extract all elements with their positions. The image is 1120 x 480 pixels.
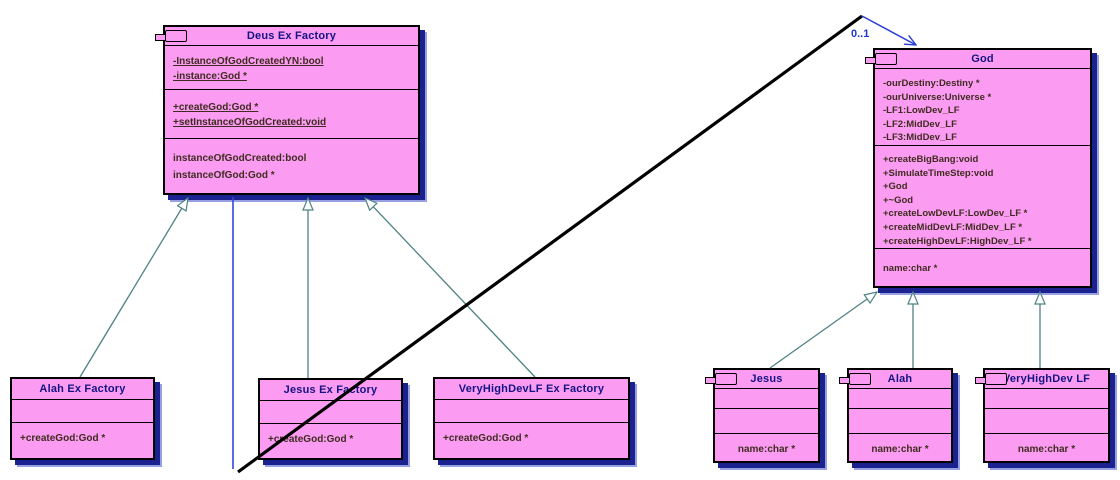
properties-compartment: instanceOfGodCreated:bool instanceOfGod:…	[165, 139, 418, 193]
class-icon	[839, 373, 871, 387]
methods-compartment: +createGod:God *	[435, 423, 628, 458]
method-row: +createBigBang:void	[883, 154, 979, 165]
attributes-compartment	[435, 400, 628, 423]
method-row: +createMidDevLF:MidDev_LF *	[883, 221, 1023, 233]
multiplicity-label: 0..1	[851, 28, 870, 40]
property-row: name:char *	[871, 444, 929, 455]
class-title: Alah	[849, 370, 951, 389]
method-row: +createLowDevLF:LowDev_LF *	[883, 208, 1028, 220]
association-arrow-segment	[861, 15, 916, 45]
class-title: Jesus Ex Factory	[260, 380, 401, 401]
attribute-row: -LF1:LowDev_LF	[883, 105, 960, 117]
attributes-compartment: -ourDestiny:Destiny * -ourUniverse:Unive…	[875, 69, 1090, 146]
class-jesus[interactable]: Jesus name:char *	[705, 368, 820, 463]
methods-compartment: +createGod:God * +setInstanceOfGodCreate…	[165, 90, 418, 139]
property-row: name:char *	[737, 444, 796, 455]
attributes-compartment	[715, 389, 818, 409]
class-alah-ex-factory[interactable]: Alah Ex Factory +createGod:God *	[10, 377, 155, 460]
class-icon	[975, 373, 1007, 387]
class-alah[interactable]: Alah name:char *	[839, 368, 953, 463]
class-title: VeryHighDev LF	[985, 370, 1108, 389]
properties-compartment: name:char *	[715, 434, 818, 461]
properties-compartment: name:char *	[875, 249, 1090, 286]
method-row: +God	[883, 181, 908, 193]
properties-compartment: name:char *	[849, 434, 951, 461]
method-row: +createHighDevLF:HighDev_LF *	[883, 235, 1032, 247]
class-title: Alah Ex Factory	[12, 379, 153, 400]
attribute-row: -ourUniverse:Universe *	[883, 91, 992, 103]
method-row: +setInstanceOfGodCreated:void	[173, 117, 327, 128]
generalization-alahex-deus	[79, 198, 188, 378]
attributes-compartment: -InstanceOfGodCreatedYN:bool -instance:G…	[165, 46, 418, 90]
class-deus-ex-factory[interactable]: Deus Ex Factory -InstanceOfGodCreatedYN:…	[155, 25, 420, 195]
attribute-row: -LF2:MidDev_LF	[883, 118, 957, 130]
attribute-row: -instance:God *	[173, 71, 247, 82]
property-row: instanceOfGod:God *	[173, 169, 275, 181]
class-title: Deus Ex Factory	[165, 27, 418, 46]
attributes-compartment	[985, 389, 1108, 409]
attribute-row: -InstanceOfGodCreatedYN:bool	[173, 56, 324, 67]
class-icon	[705, 373, 737, 387]
attributes-compartment	[849, 389, 951, 409]
methods-compartment	[985, 409, 1108, 434]
property-row: name:char *	[1017, 444, 1076, 455]
class-veryhighdev-lf[interactable]: VeryHighDev LF name:char *	[975, 368, 1110, 463]
method-row: +createGod:God *	[173, 102, 259, 113]
class-jesus-ex-factory[interactable]: Jesus Ex Factory +createGod:God *	[258, 378, 403, 460]
class-icon	[155, 30, 187, 44]
methods-compartment	[849, 409, 951, 434]
method-row: +createGod:God *	[268, 434, 354, 445]
attribute-row: -ourDestiny:Destiny *	[883, 78, 980, 89]
methods-compartment: +createGod:God *	[260, 424, 401, 458]
property-row: name:char *	[883, 263, 938, 274]
attributes-compartment	[12, 400, 153, 423]
attribute-row: -LF3:MidDev_LF	[883, 132, 957, 144]
class-icon	[865, 53, 897, 67]
property-row: instanceOfGodCreated:bool	[173, 153, 307, 164]
attributes-compartment	[260, 401, 401, 424]
methods-compartment: +createBigBang:void +SimulateTimeStep:vo…	[875, 146, 1090, 249]
class-title: God	[875, 50, 1090, 69]
method-row: +createGod:God *	[443, 433, 529, 444]
method-row: +~God	[883, 194, 914, 206]
class-veryhighdevlf-ex-factory[interactable]: VeryHighDevLF Ex Factory +createGod:God …	[433, 377, 630, 460]
generalization-jesus-god	[769, 292, 877, 369]
properties-compartment: name:char *	[985, 434, 1108, 461]
class-god[interactable]: God -ourDestiny:Destiny * -ourUniverse:U…	[865, 48, 1092, 288]
method-row: +SimulateTimeStep:void	[883, 167, 994, 179]
methods-compartment	[715, 409, 818, 434]
class-title: VeryHighDevLF Ex Factory	[435, 379, 628, 400]
methods-compartment: +createGod:God *	[12, 423, 153, 458]
generalization-vhdlfex-deus	[365, 198, 536, 378]
method-row: +createGod:God *	[20, 433, 106, 444]
